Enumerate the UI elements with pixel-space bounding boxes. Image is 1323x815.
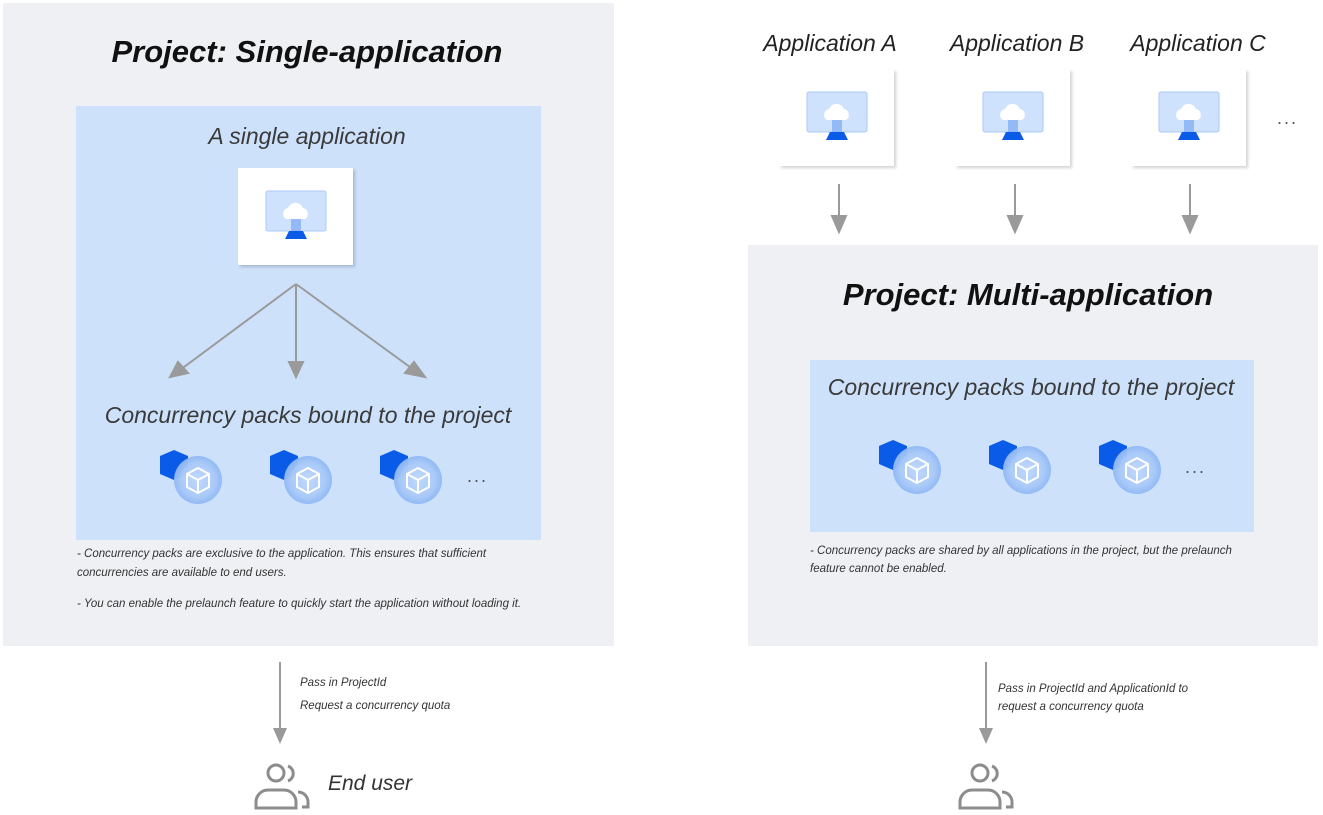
- cloud-monitor-icon: [981, 90, 1045, 146]
- single-application-label: A single application: [208, 123, 406, 149]
- application-card: [238, 168, 353, 265]
- more-packs-ellipsis: ...: [467, 466, 489, 486]
- flow-label: Request a concurrency quota: [300, 700, 451, 712]
- concurrency-pack-icon: [875, 438, 945, 498]
- more-packs-ellipsis: ...: [1185, 457, 1207, 477]
- application-arrows: [830, 184, 1199, 235]
- application-a-card: [779, 69, 894, 166]
- concurrency-pack-icon: [1095, 438, 1165, 498]
- cloud-monitor-icon: [264, 189, 328, 245]
- concurrency-pack-icon: [376, 448, 446, 508]
- flow-label: Pass in ProjectId: [300, 677, 387, 689]
- cloud-monitor-icon: [805, 90, 869, 146]
- packs-title: Concurrency packs bound to the project: [104, 402, 512, 428]
- packs-title: Concurrency packs bound to the project: [827, 374, 1235, 400]
- more-applications-ellipsis: ...: [1277, 108, 1299, 128]
- application-c-card: [1131, 69, 1246, 166]
- application-c-title: Application C: [1130, 30, 1266, 56]
- distribution-arrows: [168, 283, 428, 380]
- end-user-icon: [956, 762, 1016, 810]
- flow-label: Pass in ProjectId and ApplicationId to r…: [998, 683, 1189, 713]
- multi-application-title: Project: Multi-application: [842, 277, 1214, 312]
- end-user-icon: [252, 762, 312, 810]
- note: - Concurrency packs are shared by all ap…: [810, 545, 1232, 575]
- concurrency-pack-icon: [266, 448, 336, 508]
- application-b-title: Application B: [949, 30, 1085, 56]
- application-a-title: Application A: [763, 30, 897, 56]
- cloud-monitor-icon: [1157, 90, 1221, 146]
- application-b-card: [955, 69, 1070, 166]
- note: - Concurrency packs are exclusive to the…: [77, 548, 487, 579]
- single-application-title: Project: Single-application: [111, 34, 503, 69]
- request-arrow: [979, 662, 993, 744]
- concurrency-pack-icon: [156, 448, 226, 508]
- end-user-label: End user: [328, 772, 413, 795]
- request-arrow: [273, 662, 287, 744]
- concurrency-pack-icon: [985, 438, 1055, 498]
- note: - You can enable the prelaunch feature t…: [77, 598, 522, 610]
